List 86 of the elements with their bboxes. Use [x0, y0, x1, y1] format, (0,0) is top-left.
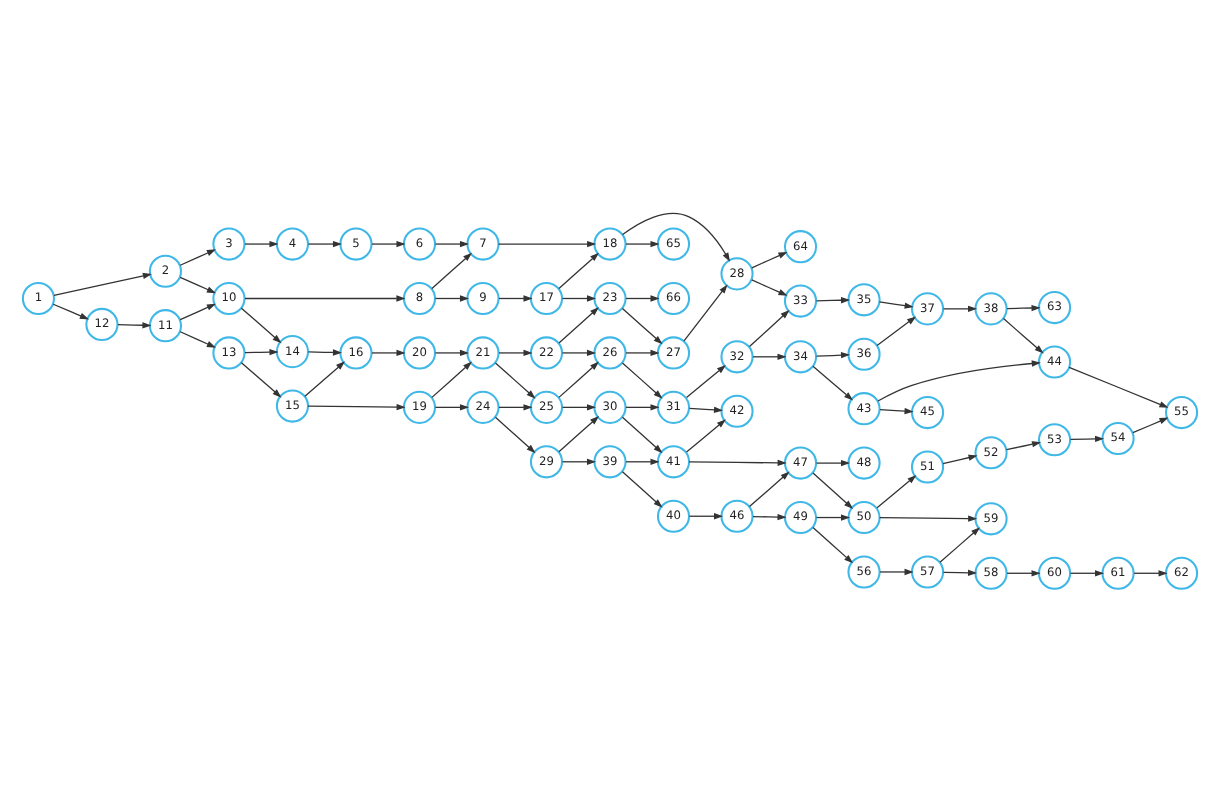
arrow [1002, 316, 1044, 353]
arrow [876, 474, 917, 508]
arrow [1132, 416, 1169, 433]
arrow [179, 330, 216, 347]
arrow [815, 458, 851, 466]
arrow [558, 360, 600, 398]
arrow [621, 415, 663, 453]
arrow [1068, 365, 1169, 407]
arrow [1006, 569, 1041, 576]
arrow [558, 306, 600, 343]
arrow [621, 306, 663, 344]
arrow [877, 359, 1041, 401]
arrow [179, 248, 216, 265]
arrow [815, 350, 851, 358]
arrow [815, 296, 851, 303]
arrow [621, 361, 663, 398]
arrow [625, 348, 660, 356]
arrow [748, 470, 790, 507]
arrow [879, 567, 914, 575]
arrow [942, 568, 978, 575]
arrow [434, 294, 470, 301]
arrow [53, 271, 152, 295]
arrow [304, 360, 346, 396]
arrow [1069, 434, 1105, 442]
arrow [625, 294, 660, 301]
arrow [625, 403, 660, 410]
arrow [876, 315, 917, 346]
arrow [685, 418, 726, 452]
arrow [815, 513, 851, 520]
arrow [307, 348, 343, 355]
arrow [939, 526, 981, 562]
arrow [244, 294, 406, 301]
arrow [431, 251, 473, 289]
arrow [307, 402, 406, 410]
arrow [751, 250, 788, 268]
arrow [307, 239, 343, 247]
arrow [625, 239, 660, 247]
arrow [497, 239, 597, 247]
arrow [878, 300, 914, 308]
arrow [748, 308, 790, 347]
arrow [434, 403, 470, 410]
arrow [240, 306, 282, 343]
arrow [498, 403, 533, 410]
arrow [558, 251, 600, 289]
arrow [244, 239, 279, 247]
arrow [688, 405, 724, 413]
arrow [561, 457, 597, 464]
arrow [561, 294, 597, 301]
arrow [752, 512, 787, 520]
arrow [371, 348, 406, 356]
arrow [498, 294, 533, 301]
arrow [685, 363, 726, 398]
arrow [434, 348, 470, 356]
arrow [561, 403, 597, 410]
arrow [1133, 569, 1168, 576]
arrow [494, 415, 536, 453]
arrow [625, 457, 660, 464]
arrow [431, 360, 473, 398]
arrow [942, 304, 978, 312]
arrow [498, 348, 533, 356]
arrow [812, 525, 854, 563]
arrow [558, 414, 600, 452]
arrow [942, 453, 978, 464]
arrow [751, 278, 788, 295]
arrow [878, 514, 978, 521]
arrow [812, 471, 854, 508]
arrow [683, 283, 728, 341]
arrow [434, 239, 470, 247]
arrow [179, 275, 216, 293]
arrow [688, 512, 724, 519]
arrow [240, 361, 282, 397]
arrow [752, 352, 787, 359]
arrow [1069, 569, 1105, 576]
arrow [561, 348, 597, 356]
arrow [117, 321, 152, 328]
arrow [494, 361, 536, 398]
arrow [1005, 440, 1042, 450]
arrow [812, 364, 854, 400]
arrow [1006, 303, 1041, 311]
arrow [179, 302, 216, 320]
arrow [244, 347, 279, 355]
arrow [621, 470, 663, 507]
arrow [52, 302, 89, 319]
arrow [879, 407, 914, 414]
arrow [371, 239, 406, 247]
arrow [688, 458, 787, 466]
